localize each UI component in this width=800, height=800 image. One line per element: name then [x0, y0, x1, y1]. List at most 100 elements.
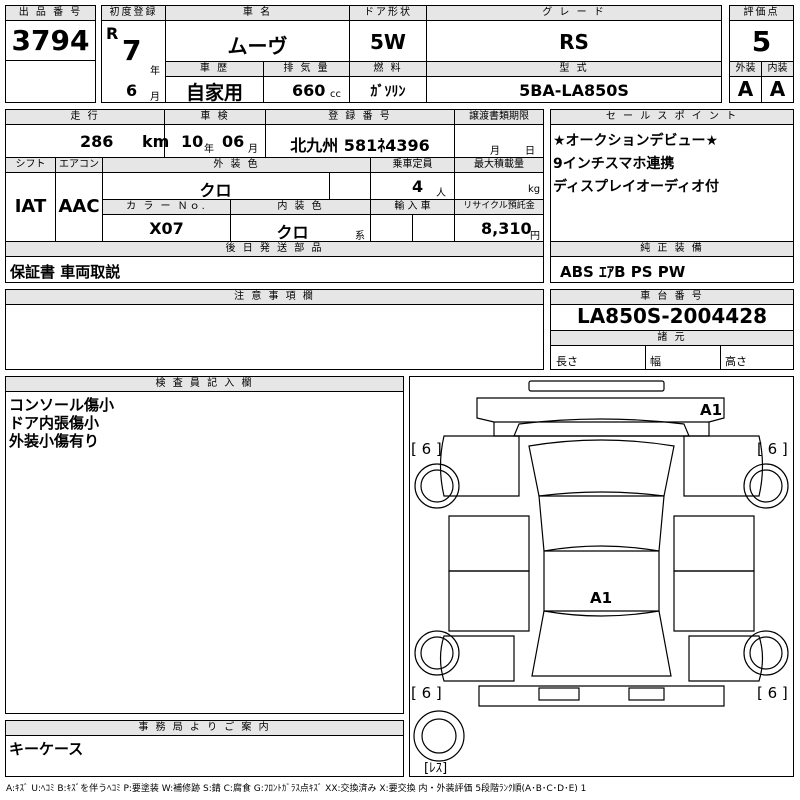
equipment-label: 純 正 装 備 — [550, 241, 794, 257]
notes-label: 注 意 事 項 欄 — [5, 289, 544, 305]
history: 自家用 — [185, 82, 243, 104]
lot-number: 3794 — [11, 24, 90, 57]
max-load-label: 最大積載量 — [454, 157, 544, 173]
score-label: 評価点 — [729, 5, 794, 21]
office-label: 事 務 局 よ り ご 案 内 — [5, 720, 404, 736]
tire-front-right: [ 6 ] — [757, 440, 788, 458]
sales-point-line-3: ディスプレイオーディオ付 — [553, 179, 720, 195]
inspection-label: 車 検 — [164, 109, 266, 125]
import-label: 輸 入 車 — [370, 199, 455, 215]
fuel: ｶﾞｿﾘﾝ — [370, 84, 406, 100]
history-label: 車 歴 — [165, 61, 264, 77]
exterior-label: 外装 — [729, 61, 762, 77]
plate-number: 北九州 581ﾈ4396 — [290, 136, 430, 155]
inspector-line-1: コンソール傷小 — [9, 396, 115, 414]
later-parts-label: 後 日 発 送 部 品 — [5, 241, 544, 257]
inspector-box — [5, 391, 404, 714]
equipment: ABS ｴｱB PS PW — [560, 263, 686, 281]
model-box — [426, 76, 722, 103]
sales-point-line-1: ★オークションデビュー★ — [553, 133, 719, 149]
capacity: 4 — [412, 177, 424, 196]
recycle-label: リサイクル預託金 — [454, 199, 544, 215]
office-box — [5, 735, 404, 777]
interior-color-unit: 系 — [355, 231, 365, 242]
later-parts-box — [5, 256, 544, 283]
displacement-label: 排 気 量 — [263, 61, 350, 77]
exterior-color-sub — [329, 172, 371, 200]
damage-mark-center: A1 — [590, 589, 613, 607]
grade-label: グ レ ー ド — [426, 5, 722, 21]
mileage: 286 — [80, 132, 114, 151]
inspector-line-3: 外装小傷有り — [9, 432, 100, 450]
equipment-box — [550, 256, 794, 283]
interior-color-label: 内 装 色 — [230, 199, 371, 215]
tire-rear-left: [ 6 ] — [411, 684, 442, 702]
mileage-unit: km — [142, 132, 170, 151]
length-label: 長さ — [556, 355, 578, 368]
fuel-label: 燃 料 — [349, 61, 427, 77]
score: 5 — [751, 25, 772, 58]
month-unit: 月 — [150, 92, 160, 103]
aircon-label: エアコン — [55, 157, 103, 173]
notes-box — [5, 304, 544, 370]
inspection-year: 10 — [181, 132, 204, 151]
grade: RS — [559, 30, 589, 54]
office-note: キーケース — [9, 740, 84, 758]
lot-empty-box — [5, 60, 96, 103]
import-box-2 — [412, 214, 455, 242]
capacity-unit: 人 — [436, 188, 446, 199]
registration-year: 7 — [122, 34, 142, 67]
door-type-label: ドア形状 — [349, 5, 427, 21]
registration-month: 6 — [126, 81, 138, 100]
recycle-unit: 円 — [530, 231, 540, 242]
tire-front-left: [ 6 ] — [411, 440, 442, 458]
door-type: 5W — [370, 30, 406, 54]
height-label: 高さ — [725, 355, 747, 368]
interior-color: クロ — [276, 223, 309, 242]
color-number-label: カ ラ ー Ｎｏ. — [102, 199, 231, 215]
tire-rear-right: [ 6 ] — [757, 684, 788, 702]
transfer-day-unit: 日 — [525, 146, 535, 157]
interior-box — [761, 76, 794, 103]
color-number: X07 — [149, 219, 184, 238]
max-load-unit: kg — [528, 184, 541, 195]
inspector-label: 検 査 員 記 入 欄 — [5, 376, 404, 392]
sales-point-label: セ ー ル ス ポ イ ン ト — [550, 109, 794, 125]
mileage-label: 走 行 — [5, 109, 165, 125]
chassis-label: 車 台 番 号 — [550, 289, 794, 305]
later-parts: 保証書 車両取説 — [10, 263, 121, 281]
capacity-label: 乗車定員 — [370, 157, 455, 173]
damage-mark-roof: A1 — [700, 401, 723, 419]
model-label: 型 式 — [426, 61, 722, 77]
car-name: ムーヴ — [227, 34, 288, 58]
legend-footer: A:ｷｽﾞ U:ﾍｺﾐ B:ｷｽﾞを伴うﾍｺﾐ P:要塗装 W:補修跡 S:錆 … — [6, 784, 587, 794]
plate-label: 登 録 番 号 — [265, 109, 455, 125]
chassis-number: LA850S-2004428 — [576, 304, 768, 328]
model-code: 5BA-LA850S — [519, 81, 629, 100]
interior-label: 内装 — [761, 61, 794, 77]
inspection-month-unit: 月 — [248, 144, 258, 155]
inspection-month: 06 — [222, 132, 245, 151]
sales-point-line-2: 9インチスマホ連携 — [553, 156, 675, 172]
shift-label: シフト — [5, 157, 56, 173]
era: R — [106, 24, 119, 43]
aircon: AAC — [58, 196, 100, 217]
displacement-unit: cc — [330, 89, 341, 100]
car-diagram — [413, 380, 789, 762]
first-registration-label: 初度登録 — [101, 5, 166, 21]
year-unit: 年 — [150, 66, 160, 77]
import-box-1 — [370, 214, 413, 242]
spec-label: 諸 元 — [550, 330, 794, 346]
interior-grade: A — [769, 77, 786, 101]
width-label: 幅 — [650, 355, 661, 368]
car-name-label: 車 名 — [165, 5, 350, 21]
shift: IAT — [14, 196, 47, 217]
inspector-line-2: ドア内張傷小 — [9, 414, 100, 432]
transfer-month-unit: 月 — [490, 146, 500, 157]
car-diagram-box — [409, 376, 794, 777]
exterior-grade: A — [737, 77, 754, 101]
recycle-fee: 8,310 — [481, 219, 532, 238]
exterior-color: クロ — [199, 181, 232, 200]
displacement: 660 — [292, 81, 326, 100]
